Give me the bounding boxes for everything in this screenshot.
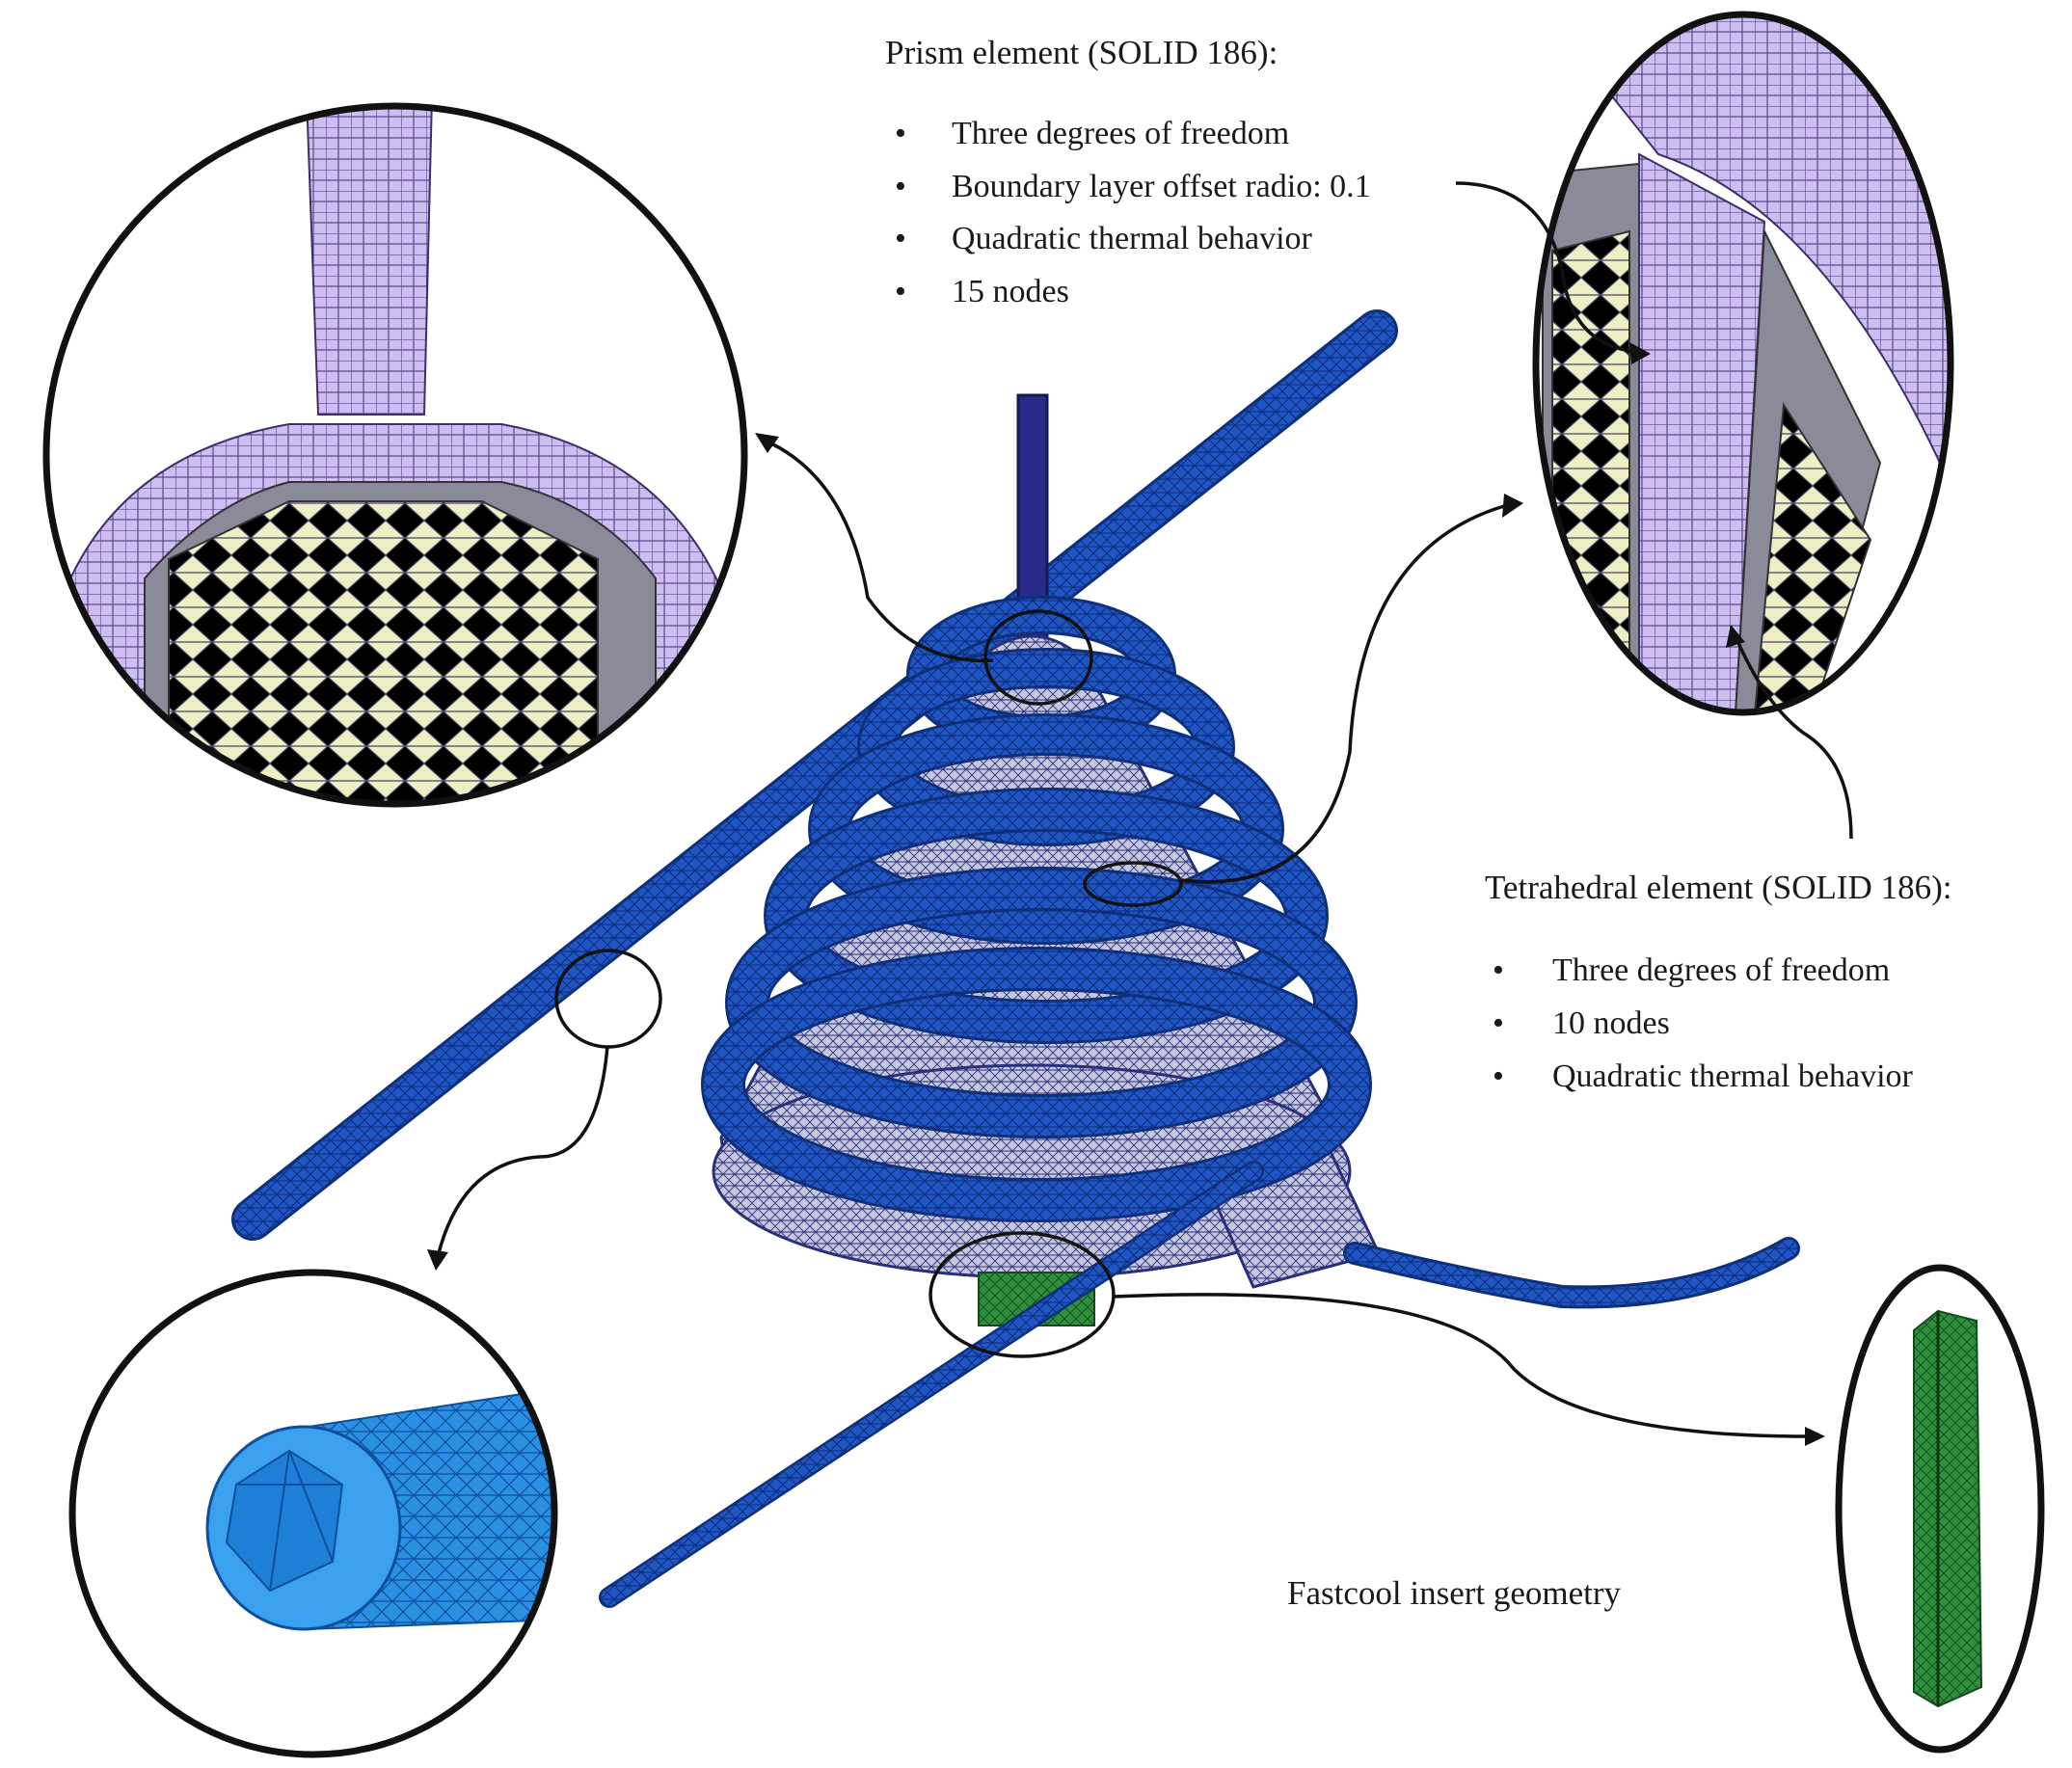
tetra-item-2: 10 nodes bbox=[1552, 1005, 1670, 1041]
zoom-circle-bottom-left bbox=[68, 1269, 558, 1758]
prism-heading: Prism element (SOLID 186): bbox=[885, 34, 1278, 71]
tetra-bullet: • bbox=[1493, 952, 1504, 988]
tetra-bullet: • bbox=[1493, 1005, 1504, 1041]
prism-item-1: Three degrees of freedom bbox=[952, 116, 1289, 151]
tetra-heading: Tetrahedral element (SOLID 186): bbox=[1485, 869, 1951, 906]
prism-item-2: Boundary layer offset radio: 0.1 bbox=[952, 169, 1371, 204]
prism-bullet: • bbox=[895, 274, 906, 309]
tetra-element-block: Tetrahedral element (SOLID 186): • Three… bbox=[1485, 869, 1951, 1094]
marker-circle-sprue bbox=[983, 609, 1093, 706]
prism-element-block: Prism element (SOLID 186): • Three degre… bbox=[885, 34, 1371, 309]
tetra-item-1: Three degrees of freedom bbox=[1552, 952, 1890, 988]
prism-bullet: • bbox=[895, 169, 906, 204]
zoom-circle-top-right bbox=[1532, 11, 1954, 716]
zoom-circle-top-left bbox=[42, 102, 748, 808]
callout-arrows bbox=[427, 181, 1853, 1446]
prism-bullet: • bbox=[895, 116, 906, 151]
zoom-insert bbox=[1839, 1268, 2041, 1750]
zoom-prism-boundary bbox=[46, 106, 744, 804]
prism-item-4: 15 nodes bbox=[952, 274, 1069, 309]
marker-circle-cone bbox=[1083, 861, 1183, 907]
prism-bullet: • bbox=[895, 221, 906, 256]
zoom-tube-section bbox=[72, 1272, 554, 1755]
tetra-bullet: • bbox=[1493, 1058, 1504, 1094]
cooling-coil bbox=[701, 596, 1372, 1222]
tetra-item-3: Quadratic thermal behavior bbox=[1552, 1058, 1914, 1094]
zoom-tetra-section bbox=[1536, 14, 1951, 712]
central-mesh-model bbox=[231, 309, 1800, 1608]
marker-circle-insert bbox=[928, 1231, 1116, 1358]
zoom-circle-bottom-right bbox=[1835, 1264, 2045, 1754]
prism-item-3: Quadratic thermal behavior bbox=[952, 221, 1313, 256]
insert-caption: Fastcool insert geometry bbox=[1287, 1574, 1622, 1612]
